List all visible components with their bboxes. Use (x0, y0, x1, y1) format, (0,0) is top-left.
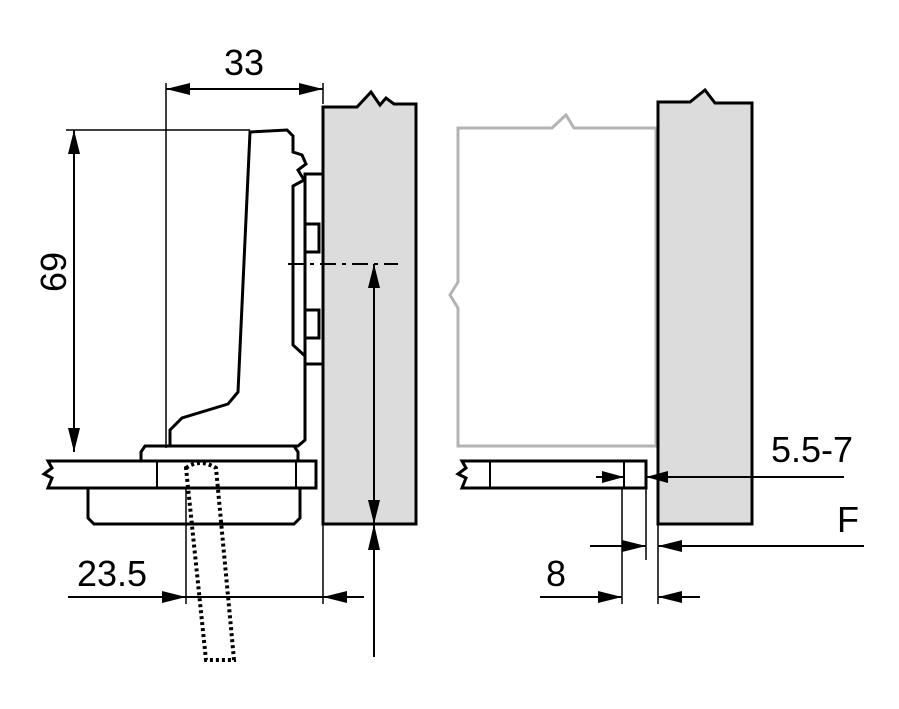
dim-centre-arrow-top (368, 264, 380, 288)
dim-5-5-7-arrow-left (602, 471, 624, 483)
dim-33-label: 33 (224, 42, 264, 83)
dim-33-arrow-right (299, 83, 323, 95)
dim-23-5-label: 23.5 (77, 553, 147, 594)
mounting-plate-slot-top (303, 222, 321, 254)
dim-8-label: 8 (546, 553, 566, 594)
door-outline-ghost (448, 112, 658, 448)
dim-F-arrow-right (658, 540, 682, 552)
dim-F-label: F (837, 499, 859, 540)
door-section-right (455, 459, 648, 490)
hinge-cup-flange (139, 444, 300, 463)
dim-23-5-arrow-left (162, 591, 186, 603)
dim-8-arrow-left (598, 591, 622, 603)
dim-33-arrow-left (166, 83, 190, 95)
dim-69-arrow-bottom (68, 428, 80, 452)
screw-hole-dotted (183, 461, 237, 662)
dim-23-5-arrow-right (323, 591, 347, 603)
dim-F-arrow-left (622, 540, 646, 552)
dim-5-5-7-label: 5.5-7 (771, 429, 853, 470)
dim-69-label: 69 (33, 252, 74, 292)
cabinet-side-panel-left (321, 89, 418, 526)
dim-69-arrow-top (68, 130, 80, 154)
hinge-arm (168, 128, 308, 450)
door-section-left (41, 459, 318, 490)
mounting-plate-slot-bottom (303, 308, 321, 340)
dim-centre-arrow-bottom (368, 500, 380, 524)
dim-5-5-7-arrow-right (646, 471, 668, 483)
dim-8-arrow-right (658, 591, 682, 603)
hinge-cup (86, 486, 302, 526)
cabinet-side-panel-right (656, 87, 754, 526)
dim-centre-leader-arrow (368, 524, 380, 550)
